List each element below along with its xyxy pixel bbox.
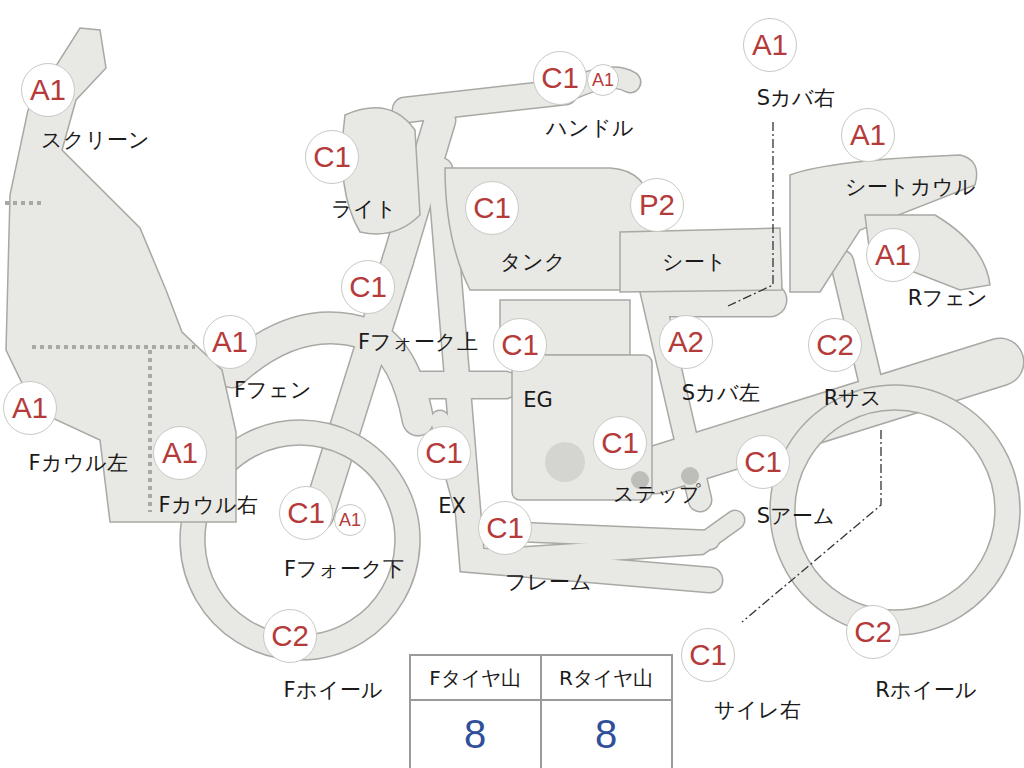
damage-callout: C1ライト xyxy=(305,130,359,184)
rating-badge: C1 xyxy=(478,501,532,555)
damage-callout: C2Fホイール xyxy=(263,609,317,663)
part-name: シートカウル xyxy=(845,173,976,201)
part-name: Fカウル左 xyxy=(28,449,127,477)
leader-line xyxy=(728,122,773,306)
rating-badge: C2 xyxy=(808,318,862,372)
part-name: ステップ xyxy=(613,480,701,508)
part-name: ライト xyxy=(331,195,397,223)
part-name: Rサス xyxy=(824,384,883,412)
part-name: EX xyxy=(438,494,466,518)
rating-badge: A1 xyxy=(21,63,75,117)
part-name: サイレ右 xyxy=(714,696,801,724)
part-name: Rホイール xyxy=(875,676,977,704)
rating-badge: A1 xyxy=(743,18,797,72)
part-name: Fカウル右 xyxy=(158,491,257,519)
tyre-table xyxy=(410,655,672,768)
part-name: Sカバ左 xyxy=(682,379,760,407)
rating-badge: A1 xyxy=(587,64,619,96)
rating-badge: C2 xyxy=(846,605,900,659)
rating-badge: A1 xyxy=(3,381,57,435)
rear-fender xyxy=(865,215,990,290)
rating-badge: A1 xyxy=(153,426,207,480)
damage-callout: A1スクリーン xyxy=(21,63,75,117)
rating-badge: C2 xyxy=(263,609,317,663)
rating-badge: C1 xyxy=(493,318,547,372)
damage-callout: C2Rサス xyxy=(808,318,862,372)
engine-cover xyxy=(545,442,585,482)
rating-badge: A1 xyxy=(841,108,895,162)
front-cowl xyxy=(6,28,236,522)
rating-badge: C1 xyxy=(736,435,790,489)
part-name: タンク xyxy=(500,248,566,276)
exhaust xyxy=(420,372,505,398)
damage-callout: A1Rフェン xyxy=(866,228,920,282)
part-name: ハンドル xyxy=(546,114,634,142)
rating-badge: A2 xyxy=(659,315,713,369)
table-rule xyxy=(540,655,542,768)
damage-callout: A1 xyxy=(334,504,366,536)
part-name: Sカバ右 xyxy=(757,84,835,112)
tread-value: 8 xyxy=(595,712,617,757)
engine xyxy=(512,355,652,500)
rating-badge: A1 xyxy=(334,504,366,536)
cowl-divider xyxy=(32,345,195,349)
damage-callout: C2Rホイール xyxy=(846,605,900,659)
damage-callout: C1Fフォーク下 xyxy=(279,486,333,540)
rating-badge: C1 xyxy=(305,130,359,184)
part-name: Rフェン xyxy=(908,284,989,312)
part-name: Fホイール xyxy=(283,676,382,704)
rating-badge: C1 xyxy=(465,181,519,235)
rating-badge: C1 xyxy=(341,260,395,314)
damage-callout: A1Fカウル左 xyxy=(3,381,57,435)
seat xyxy=(620,228,782,292)
damage-callout: C1フレーム xyxy=(478,501,532,555)
rating-badge: C1 xyxy=(279,486,333,540)
damage-callout: C1Fフォーク上 xyxy=(341,260,395,314)
damage-callout: C1ステップ xyxy=(593,416,647,470)
rating-badge: C1 xyxy=(417,426,471,480)
damage-callout: A1シートカウル xyxy=(841,108,895,162)
part-name: フレーム xyxy=(505,568,592,596)
table-header: Fタイヤ山 xyxy=(429,665,521,692)
cowl-divider xyxy=(148,350,152,512)
rating-badge: A1 xyxy=(203,315,257,369)
rating-badge: C1 xyxy=(533,51,587,105)
damage-callout: P2シート xyxy=(630,178,684,232)
damage-callout: A1Fカウル右 xyxy=(153,426,207,480)
part-name: Fフォーク下 xyxy=(284,555,404,583)
part-name: シート xyxy=(662,248,727,276)
damage-callout: C1EG xyxy=(493,318,547,372)
part-name: スクリーン xyxy=(41,126,150,154)
damage-callout: C1タンク xyxy=(465,181,519,235)
part-name: Fフェン xyxy=(234,376,312,404)
part-name: EG xyxy=(523,388,553,412)
rating-badge: C1 xyxy=(681,628,735,682)
exhaust-outline xyxy=(420,371,505,400)
part-name: Sアーム xyxy=(757,502,835,530)
damage-callout: C1サイレ右 xyxy=(681,628,735,682)
table-header: Rタイヤ山 xyxy=(559,665,653,692)
damage-callout: C1EX xyxy=(417,426,471,480)
damage-callout: C1Sアーム xyxy=(736,435,790,489)
rating-badge: P2 xyxy=(630,178,684,232)
damage-callout: A1Sカバ右 xyxy=(743,18,797,72)
part-name: Fフォーク上 xyxy=(358,328,478,356)
damage-callout: C1ハンドル xyxy=(533,51,587,105)
tread-value: 8 xyxy=(464,712,486,757)
rating-badge: A1 xyxy=(866,228,920,282)
cowl-divider xyxy=(5,201,45,205)
damage-callout: A1Fフェン xyxy=(203,315,257,369)
damage-callout: A2Sカバ左 xyxy=(659,315,713,369)
damage-callout: A1 xyxy=(587,64,619,96)
rating-badge: C1 xyxy=(593,416,647,470)
